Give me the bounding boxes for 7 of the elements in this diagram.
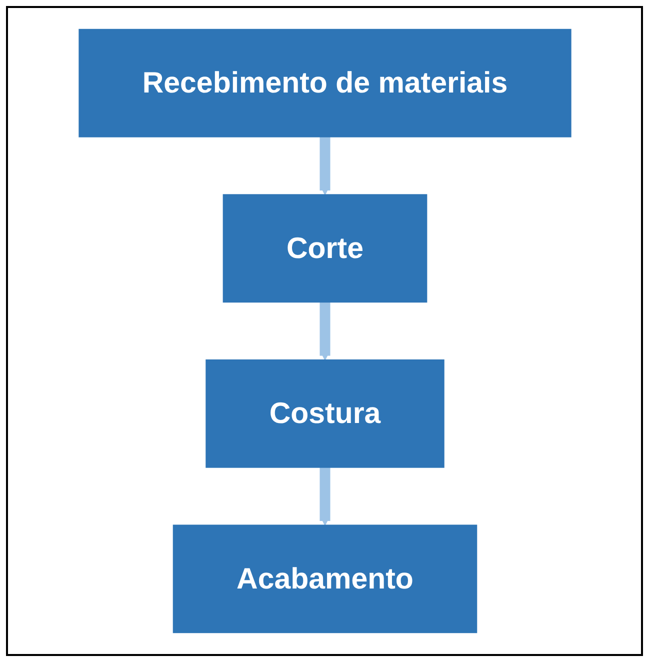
arrow	[319, 136, 330, 196]
arrow	[319, 302, 330, 360]
process-box: Corte	[222, 194, 427, 303]
process-box: Acabamento	[172, 524, 477, 634]
process-box: Recebimento de materiais	[78, 28, 571, 138]
process-box: Costura	[205, 359, 444, 468]
arrow	[319, 466, 330, 526]
